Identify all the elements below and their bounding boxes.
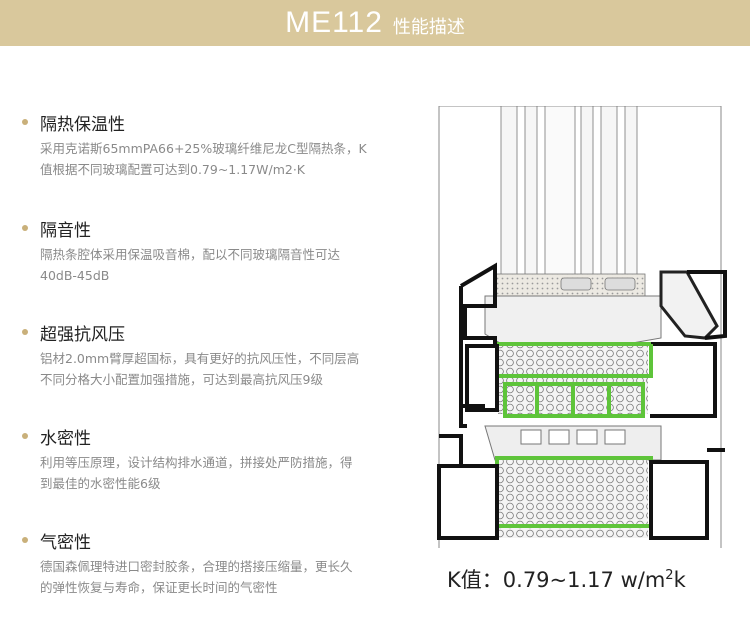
bullet-dot-icon xyxy=(22,225,28,231)
middle-sash xyxy=(484,425,662,461)
bullet-dot-icon xyxy=(22,119,28,125)
sash-profile xyxy=(484,295,662,347)
outer-frame-black xyxy=(437,434,725,540)
feature-thermal-insulation: 隔热保温性 采用克诺斯65mmPA66+25%玻璃纤维尼龙C型隔热条，K 值根据… xyxy=(22,110,417,180)
model-title: ME112 xyxy=(285,6,383,39)
glass-panes xyxy=(500,106,638,302)
feature-description: 德国森佩理特进口密封胶条，合理的搭接压缩量，更长久 的弹性恢复与寿命，保证更长时… xyxy=(40,559,353,595)
left-chamber-upper xyxy=(459,344,499,428)
feature-title: 超强抗风压 xyxy=(40,324,125,345)
feature-title: 水密性 xyxy=(40,428,91,449)
feature-wind-pressure: 超强抗风压 铝材2.0mm臂厚超国标，具有更好的抗风压性，不同层高 不同分格大小… xyxy=(22,320,417,390)
feature-title: 隔热保温性 xyxy=(40,114,125,135)
bullet-dot-icon xyxy=(22,537,28,543)
feature-description: 利用等压原理，设计结构排水通道，拼接处严防措施，得 到最佳的水密性能6级 xyxy=(40,455,353,491)
feature-water-tightness: 水密性 利用等压原理，设计结构排水通道，拼接处严防措施，得 到最佳的水密性能6级 xyxy=(22,424,417,494)
glazing-bead xyxy=(659,270,719,340)
header-subtitle: 性能描述 xyxy=(392,17,465,38)
feature-air-tightness: 气密性 德国森佩理特进口密封胶条，合理的搭接压缩量，更长久 的弹性恢复与寿命，保… xyxy=(22,528,417,598)
bullet-dot-icon xyxy=(22,433,28,439)
bullet-dot-icon xyxy=(22,329,28,335)
window-profile-cross-section-icon xyxy=(437,106,727,548)
feature-title: 气密性 xyxy=(40,532,91,553)
k-value-readout: K值：0.79~1.17 w/m2k xyxy=(447,568,686,592)
feature-description: 采用克诺斯65mmPA66+25%玻璃纤维尼龙C型隔热条，K 值根据不同玻璃配置… xyxy=(40,141,367,177)
header-banner: ME112 性能描述 xyxy=(0,0,750,46)
feature-title: 隔音性 xyxy=(40,220,91,241)
feature-description: 铝材2.0mm臂厚超国标，具有更好的抗风压性，不同层高 不同分格大小配置加强措施… xyxy=(40,351,360,387)
feature-sound-insulation: 隔音性 隔热条腔体采用保温吸音棉，配以不同玻璃隔音性可达 40dB-45dB xyxy=(22,216,417,286)
feature-description: 隔热条腔体采用保温吸音棉，配以不同玻璃隔音性可达 40dB-45dB xyxy=(40,247,341,283)
